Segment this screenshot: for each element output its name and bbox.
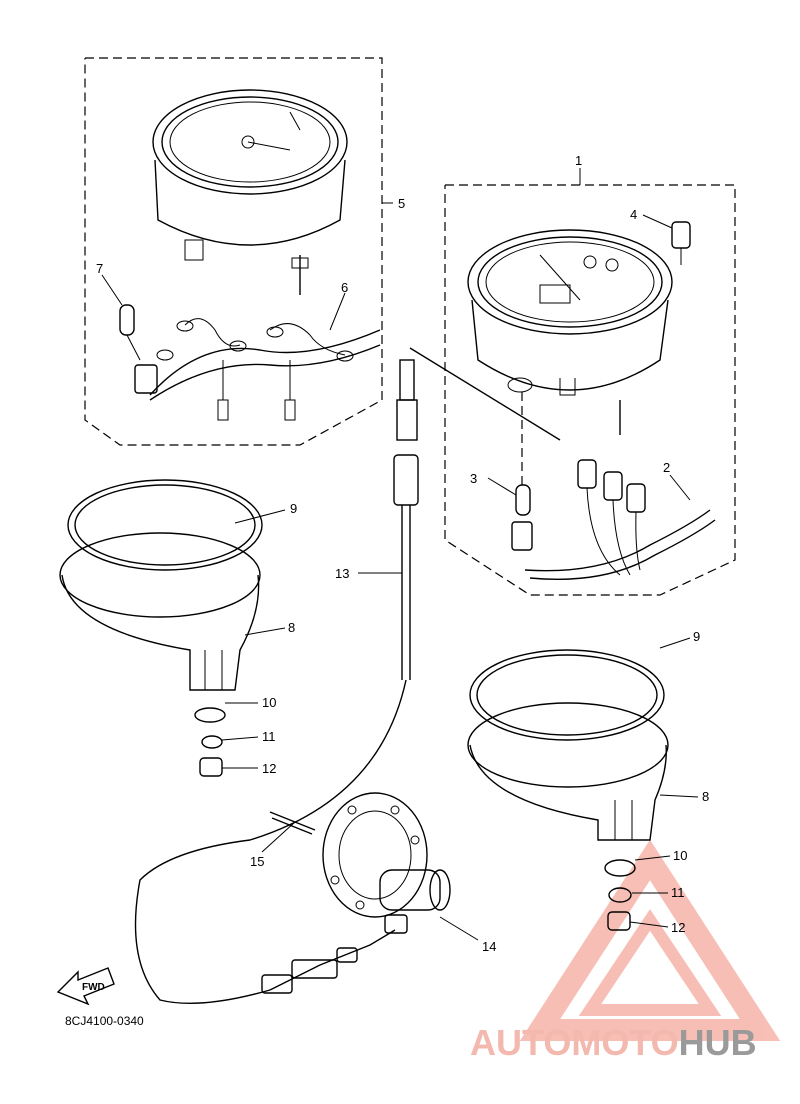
callout-9-right: 9 [693,629,700,644]
group-1-box [444,184,736,596]
callout-8-left: 8 [288,620,295,635]
knob-4 [671,221,691,265]
callout-8-right: 8 [702,789,709,804]
fwd-arrow-icon: FWD [56,967,115,1006]
pin-15 [269,811,316,835]
callout-6: 6 [341,280,348,295]
washer-11-left [201,735,223,749]
washer-10-left [194,707,226,723]
cable-13 [134,347,561,1005]
callout-12-right: 12 [671,920,685,935]
callout-11-left: 11 [262,729,276,744]
watermark-part1: AUTOMOTO [470,1022,679,1063]
bracket-8-right [467,702,669,841]
callout-7: 7 [96,261,103,276]
bulb-3 [515,392,531,516]
callout-11-right: 11 [671,885,685,900]
nut-12-right [607,911,631,931]
callout-3: 3 [470,471,477,486]
ring-9-left [67,479,263,571]
callout-12-left: 12 [262,761,276,776]
meter-1 [467,229,673,435]
bracket-8-left [59,532,261,691]
watermark-part2: HUB [679,1022,757,1063]
wiring-6 [134,318,381,421]
group-5-box [84,57,383,446]
cable-fitting [261,947,358,994]
watermark-logo [519,839,781,1041]
wiring-2 [511,459,716,581]
part-code: 8CJ4100-0340 [65,1014,144,1028]
callout-14: 14 [482,939,496,954]
callout-10-left: 10 [262,695,276,710]
nut-12-left [199,757,223,777]
watermark-text: AUTOMOTOHUB [470,1022,757,1063]
washer-10-right [604,859,636,877]
leader-lines [101,168,699,941]
callout-1: 1 [575,153,582,168]
washer-11-right [608,887,632,903]
callout-15: 15 [250,854,264,869]
callout-5: 5 [398,196,405,211]
meter-5 [152,89,348,295]
ring-9-right [469,649,665,741]
callout-2: 2 [663,460,670,475]
callout-13: 13 [335,566,349,581]
callout-4: 4 [630,207,637,222]
callout-9-left: 9 [290,501,297,516]
callout-10-right: 10 [673,848,687,863]
bulb-7 [119,304,141,361]
gear-unit-14 [322,792,451,934]
fwd-label: FWD [82,982,105,993]
